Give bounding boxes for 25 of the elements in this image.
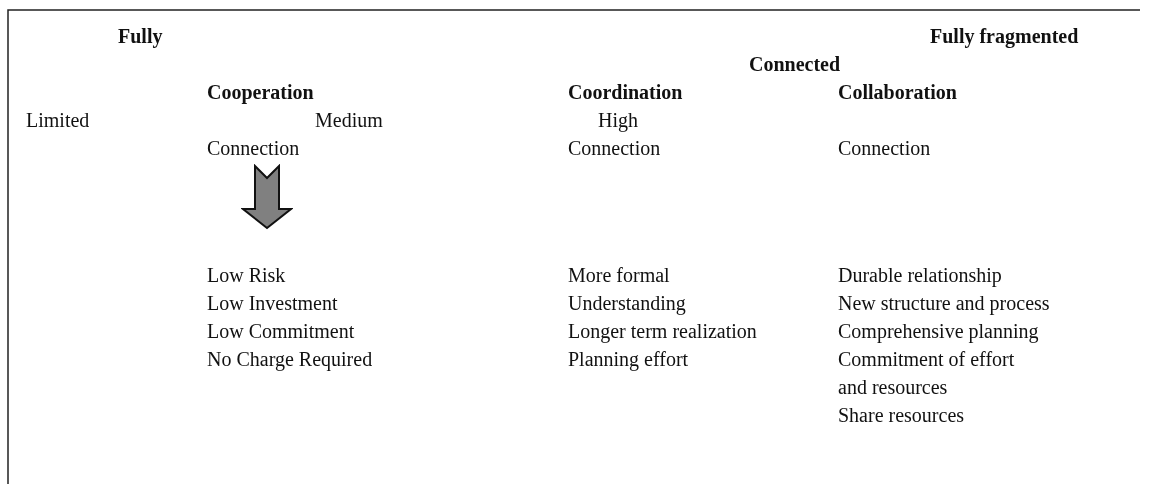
column-heading: Coordination xyxy=(568,80,683,105)
label-text: Low Commitment xyxy=(207,319,355,344)
label-text: Connection xyxy=(207,136,300,161)
column-heading: Fully xyxy=(118,24,163,50)
label-text: No Charge Required xyxy=(207,347,373,373)
label-text: More formal xyxy=(568,263,670,288)
label-text: Limited xyxy=(26,108,90,133)
label-text: Low Risk xyxy=(207,263,286,288)
label-text: Share resources xyxy=(838,403,965,428)
label-text: Comprehensive planning xyxy=(838,319,1039,345)
label-text: Longer term realization xyxy=(568,319,757,345)
label-text: Medium xyxy=(315,108,383,133)
label-text: Commitment of effort and resources xyxy=(838,347,1016,400)
label-text: Connection xyxy=(838,136,931,161)
column-heading: Collaboration xyxy=(838,80,957,105)
label-text: Connection xyxy=(568,136,661,161)
column-heading: Connected xyxy=(749,52,841,77)
label-text: High xyxy=(598,108,638,134)
label-text: Understanding xyxy=(568,291,686,317)
label-text: Low Investment xyxy=(207,291,338,316)
column-heading: Fully fragmented xyxy=(930,24,1079,50)
label-text: New structure and process xyxy=(838,291,1050,317)
column-heading: Cooperation xyxy=(207,80,314,106)
label-text: Planning effort xyxy=(568,347,689,373)
label-text: Durable relationship xyxy=(838,263,1002,289)
